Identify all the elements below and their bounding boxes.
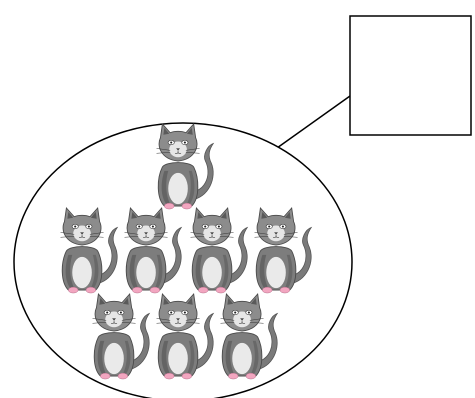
connector-line: [277, 96, 350, 148]
answer-box[interactable]: [350, 16, 471, 135]
